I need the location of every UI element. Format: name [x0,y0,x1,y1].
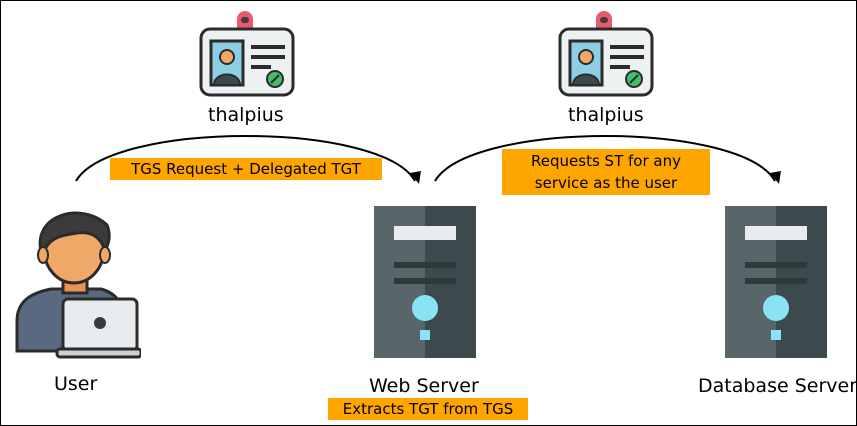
user-laptop-icon [15,211,141,359]
tgs-request-annotation: TGS Request + Delegated TGT [110,158,382,180]
left-ticket-account-label: thalpius [208,104,284,126]
requests-st-line-1: Requests ST for any [531,152,681,170]
arrow-user-to-webserver [75,135,416,182]
id-badge-icon [558,11,654,97]
requests-st-line-2: service as the user [534,174,678,192]
arrow-head-database [770,171,781,184]
web-server-label: Web Server [369,375,479,397]
arrow-webserver-to-database [434,135,776,182]
requests-st-annotation: Requests ST for any service as the user [502,149,710,195]
database-server-label: Database Server [698,375,857,397]
extracts-tgt-annotation: Extracts TGT from TGS [328,398,528,420]
server-tower-icon [725,206,827,358]
arrow-head-webserver [410,171,421,184]
right-ticket-account-label: thalpius [568,104,644,126]
id-badge-icon [199,11,295,97]
server-tower-icon [374,206,476,358]
user-label: User [54,373,98,395]
